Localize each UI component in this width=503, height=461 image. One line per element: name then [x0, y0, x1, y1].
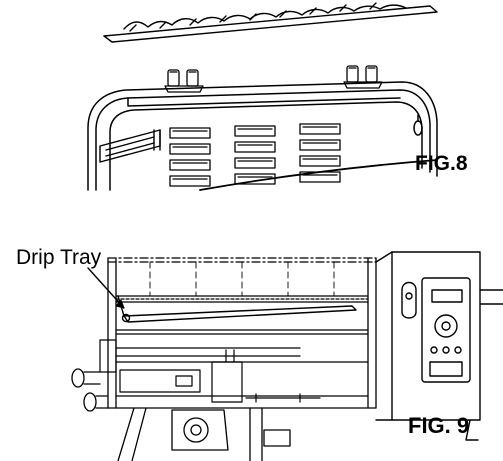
- fig8-label: FIG.8: [415, 152, 468, 175]
- vent-slot: [234, 125, 276, 137]
- hinge-right: [343, 65, 383, 89]
- vent-slot: [169, 159, 211, 171]
- side-handle: [99, 129, 161, 163]
- removed-lid-plate: [103, 2, 438, 43]
- vent-slot: [169, 143, 211, 155]
- vent-slot: [299, 123, 341, 135]
- vent-slot: [234, 157, 276, 169]
- drip-tray-callout-label: Drip Tray: [16, 246, 102, 269]
- hinge-left: [164, 69, 204, 93]
- vent-slot: [169, 175, 211, 187]
- hopper-controller-box: [375, 251, 503, 441]
- fig8-drawing: FIG.8: [87, 2, 468, 191]
- drip-tray: [117, 295, 357, 323]
- vent-slot: [169, 127, 211, 139]
- fig9-drawing: Drip Tray: [16, 246, 503, 461]
- vent-slot: [299, 155, 341, 167]
- internal-components: [99, 339, 321, 403]
- vent-slot: [234, 173, 276, 185]
- legs-and-wheel: [117, 407, 291, 461]
- vent-slots: [169, 123, 341, 187]
- vent-slot: [299, 171, 341, 183]
- vent-slot: [234, 141, 276, 153]
- left-knobs: [71, 368, 109, 412]
- vent-slot: [299, 139, 341, 151]
- fig9-label: FIG. 9: [408, 413, 469, 438]
